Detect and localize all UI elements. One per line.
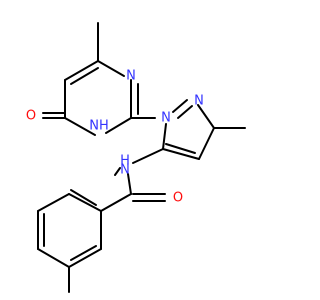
bond-n1-n2-double — [177, 105, 193, 119]
atom-amide-h: H — [120, 154, 130, 169]
bond-ring-2 — [37, 193, 70, 212]
atom-amide-n: N — [120, 163, 130, 178]
bond-n2-c3 — [197, 104, 215, 129]
atom-labels: O N NH N N H N O — [26, 69, 204, 206]
bond-n1-n2 — [172, 99, 188, 113]
bond-nh-carbonyl — [114, 167, 121, 176]
bond-c4-c5 — [162, 148, 200, 160]
bond-carbonyl-ring — [100, 193, 132, 212]
bond-c5-n1 — [162, 123, 167, 150]
bonds — [37, 22, 246, 293]
atom-pyrazole-n1: N — [161, 111, 171, 126]
atom-n4: N — [126, 69, 136, 84]
bond-ring-5-double — [70, 245, 97, 261]
bond-ring-5 — [68, 248, 102, 268]
bond-ring-1 — [68, 193, 102, 212]
bond-c8-n4 — [97, 60, 125, 77]
bond-ring-1-double — [70, 189, 97, 206]
bond-nh-c — [127, 173, 132, 195]
bond-c7-c8 — [64, 60, 99, 81]
structure-canvas: O N NH N N H N O — [26, 22, 246, 293]
bond-c5-nh — [132, 148, 164, 164]
bond-c7-c8-double — [70, 67, 99, 85]
atom-n5-h: NH — [89, 119, 109, 134]
bond-c4-c5-double — [165, 143, 196, 154]
bond-c6-n5 — [64, 117, 96, 136]
atom-o2: O — [173, 191, 183, 206]
bond-c3-c4 — [198, 127, 215, 160]
atom-pyrazole-n2: N — [194, 94, 204, 109]
molecule-structure: O N NH N N H N O — [26, 22, 246, 293]
bond-ring-4 — [37, 248, 70, 268]
bond-c9-n5 — [105, 117, 132, 134]
atom-o1: O — [26, 109, 36, 124]
